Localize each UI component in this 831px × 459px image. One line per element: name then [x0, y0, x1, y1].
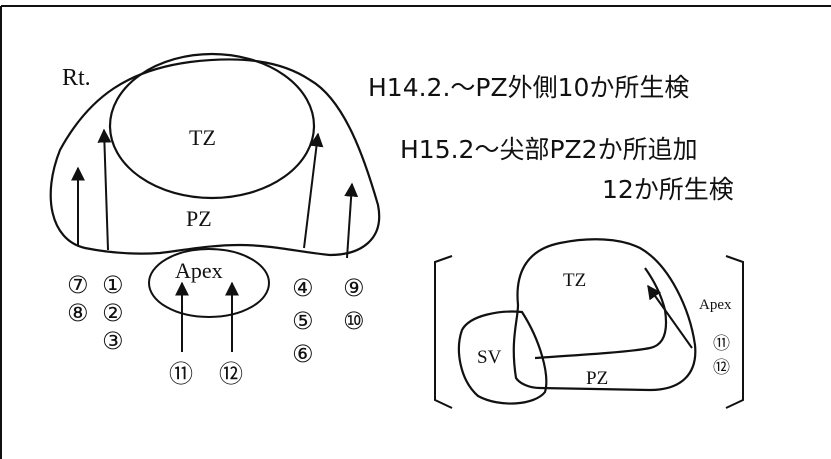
right-bracket — [726, 256, 743, 408]
right-side-label: Rt. — [62, 66, 91, 90]
sagittal-apex-label: Apex — [699, 298, 732, 313]
sagittal-site-11-label: ⑪ — [713, 336, 730, 353]
protocol-note-2003: H15.2～尖部PZ2か所追加 — [400, 130, 698, 166]
biopsy-arrow-9 — [347, 184, 352, 258]
site-12-label: ⑫ — [219, 362, 243, 386]
sagittal-pz-label: PZ — [586, 369, 608, 388]
protocol-note-total: 12か所生検 — [602, 170, 734, 206]
peripheral-zone-outline — [51, 59, 379, 255]
site-7-label: ⑦ — [67, 273, 89, 297]
apex-label: Apex — [175, 260, 223, 282]
site-9-label: ⑨ — [343, 276, 365, 300]
protocol-note-2002: H14.2.～PZ外側10か所生検 — [368, 68, 689, 104]
left-prostate-diagram — [51, 54, 379, 352]
pz-label: PZ — [186, 208, 212, 230]
site-10-label: ⑩ — [343, 309, 365, 333]
site-11-label: ⑪ — [169, 362, 193, 386]
transition-zone-inner-line — [535, 268, 666, 358]
sagittal-tz-label: TZ — [563, 271, 586, 290]
site-2-label: ② — [102, 301, 124, 325]
site-3-label: ③ — [102, 329, 124, 353]
apex-biopsy-arrow — [648, 286, 692, 348]
site-1-label: ① — [102, 273, 124, 297]
site-4-label: ④ — [292, 276, 314, 300]
sagittal-site-12-label: ⑫ — [713, 360, 730, 377]
biopsy-arrow-1 — [104, 130, 108, 250]
biopsy-arrow-4 — [304, 134, 318, 248]
site-6-label: ⑥ — [292, 342, 314, 366]
tz-label: TZ — [189, 127, 216, 149]
site-8-label: ⑧ — [67, 301, 89, 325]
left-bracket — [435, 256, 452, 408]
sv-label: SV — [477, 348, 501, 367]
seminal-vesicle-outline — [459, 312, 546, 404]
site-5-label: ⑤ — [292, 309, 314, 333]
